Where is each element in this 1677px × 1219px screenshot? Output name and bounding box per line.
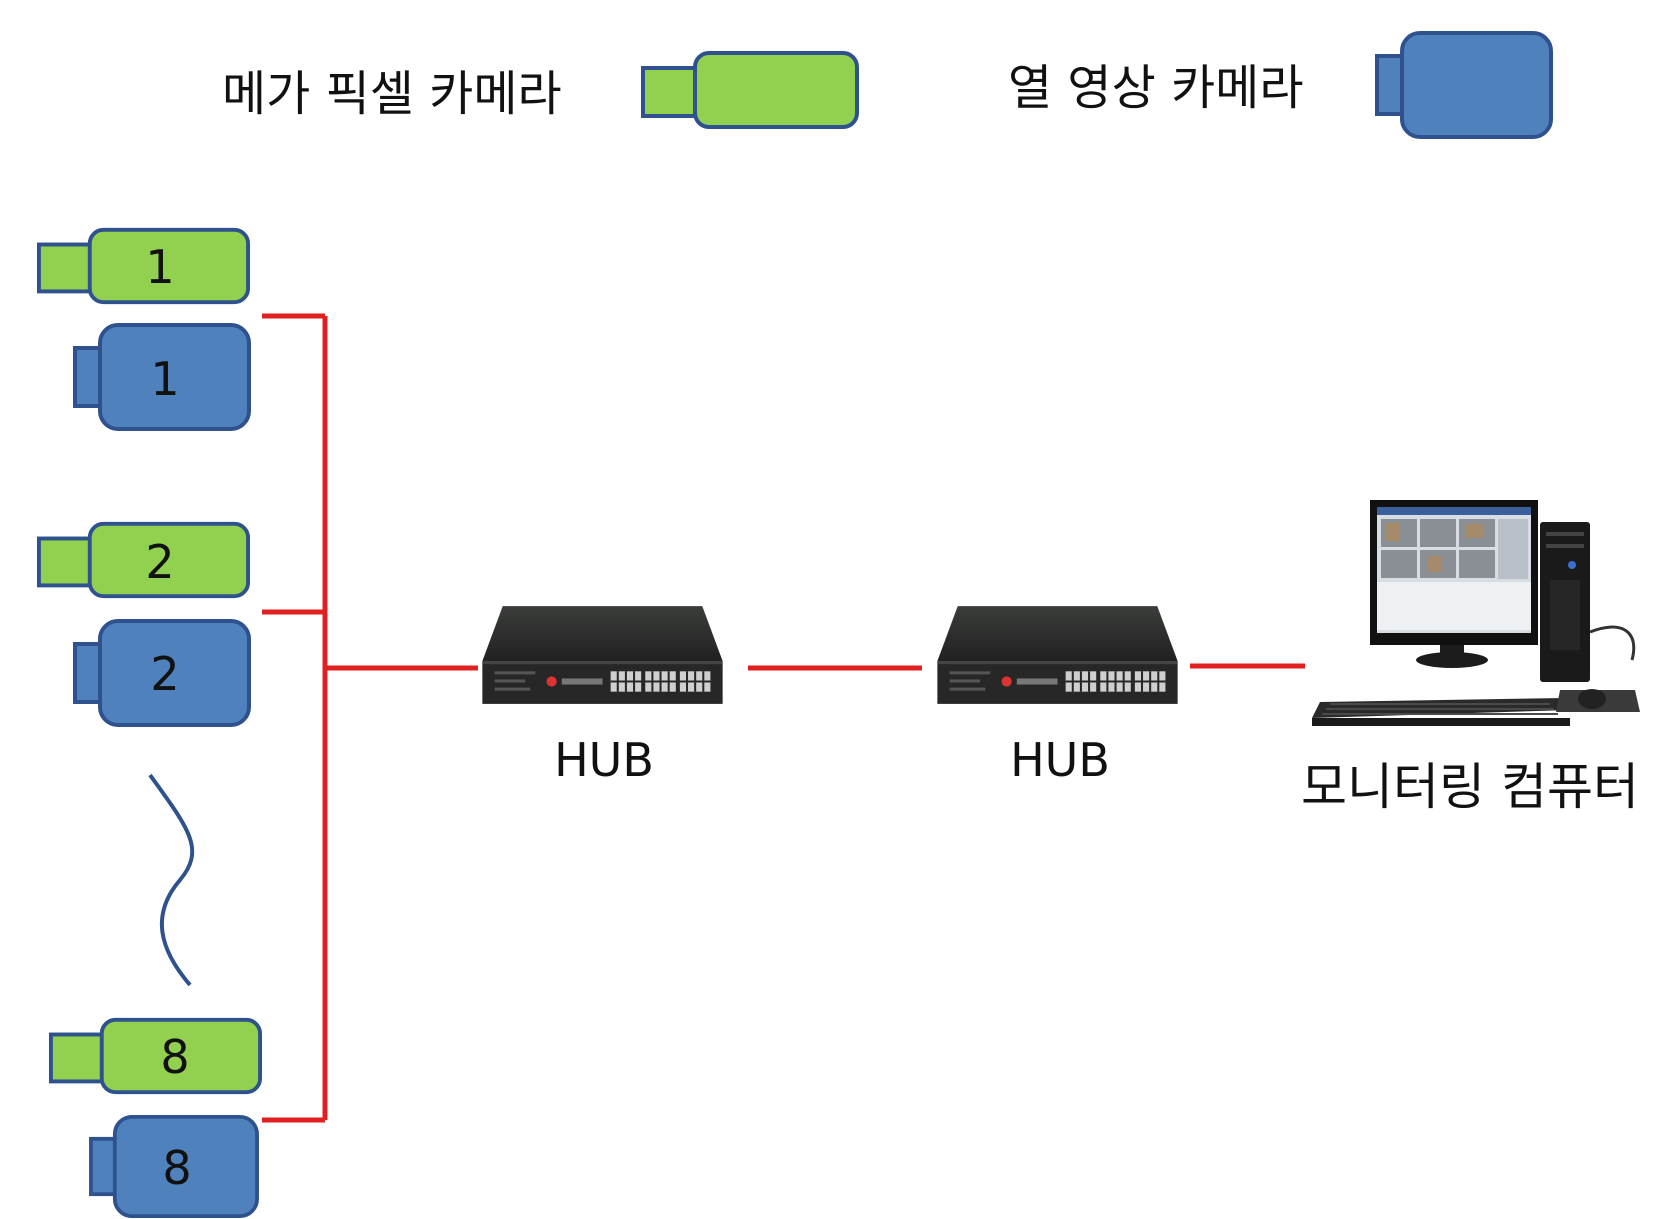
ellipsis-curve [148, 773, 195, 987]
thermal-camera-icon: 1 [73, 323, 251, 431]
camera-pair-1: 1 1 [36, 227, 251, 431]
camera-pair-8: 8 8 [48, 1017, 263, 1219]
mega-pixel-camera-icon: 1 [36, 227, 251, 305]
thermal-camera-number: 1 [150, 352, 179, 406]
network-lines [262, 313, 1305, 1123]
thermal-camera-icon: 8 [88, 1114, 260, 1219]
thermal-camera-number: 2 [150, 647, 179, 701]
monitoring-computer: 모니터링 컴퓨터 [1301, 500, 1640, 816]
legend-mega-pixel-label: 메가 픽셀 카메라 [222, 66, 562, 122]
hub-1-label: HUB [554, 733, 654, 787]
thermal-camera-icon: 2 [73, 619, 251, 727]
legend-thermal-label: 열 영상 카메라 [1008, 60, 1303, 116]
legend-mega-pixel-camera-icon [641, 51, 859, 129]
camera-pair-2: 2 2 [36, 521, 251, 727]
mega-camera-number: 1 [145, 240, 174, 294]
hub-2-label: HUB [1010, 733, 1110, 787]
computer-label: 모니터링 컴퓨터 [1301, 758, 1639, 816]
network-hub-icon [481, 605, 724, 705]
network-hub-icon [936, 605, 1179, 705]
mega-camera-number: 2 [145, 535, 174, 589]
network-hub-1: HUB [481, 605, 724, 787]
mega-pixel-camera-icon: 8 [48, 1017, 263, 1095]
mega-camera-number: 8 [160, 1030, 189, 1084]
mega-pixel-camera-icon: 2 [36, 521, 251, 599]
desktop-computer-icon [1312, 500, 1640, 726]
legend-thermal-camera-icon [1375, 31, 1553, 139]
thermal-camera-number: 8 [162, 1141, 191, 1195]
network-hub-2: HUB [936, 605, 1179, 787]
